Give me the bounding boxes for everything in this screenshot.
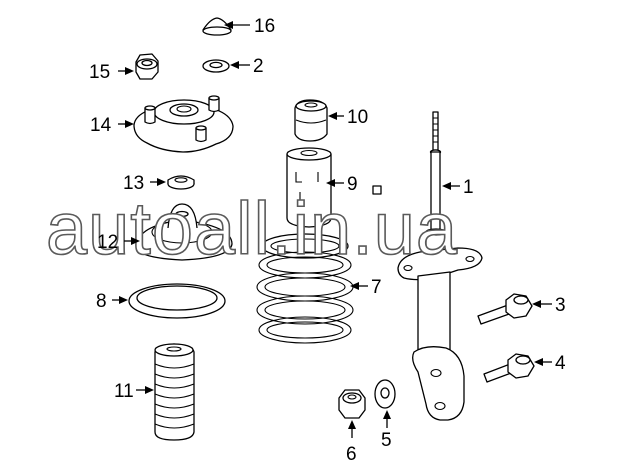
- callout-11: 11: [114, 381, 134, 402]
- callout-16: 16: [254, 16, 275, 37]
- callout-10: 10: [347, 107, 368, 128]
- callout-1: 1: [463, 177, 474, 198]
- part-3-bolt: [477, 293, 533, 325]
- part-13-bushing: [167, 175, 195, 190]
- callout-3: 3: [555, 295, 566, 316]
- callout-7: 7: [371, 277, 382, 298]
- part-9-boot-sleeve: [286, 147, 332, 228]
- callout-14: 14: [90, 115, 112, 136]
- callout-15: 15: [89, 62, 110, 83]
- part-8-insulator-ring: [128, 283, 226, 319]
- callout-2: 2: [253, 56, 264, 77]
- callout-12: 12: [97, 232, 118, 253]
- part-2-washer: [202, 59, 230, 73]
- callout-8: 8: [96, 291, 107, 312]
- part-16-bump-cap: [202, 17, 232, 36]
- part-6-nut: [338, 389, 366, 419]
- part-5-washer: [374, 379, 396, 409]
- callout-13: 13: [123, 173, 144, 194]
- marker-square: [372, 185, 382, 195]
- callout-9: 9: [347, 174, 358, 195]
- part-11-dust-boot: [154, 343, 195, 441]
- callout-leaders: [112, 21, 552, 438]
- callout-4: 4: [555, 353, 566, 374]
- part-4-bolt: [483, 353, 535, 383]
- part-14-strut-mount: [133, 95, 234, 153]
- part-1-strut-assembly: [397, 111, 483, 421]
- callout-5: 5: [381, 430, 392, 451]
- callout-6: 6: [346, 444, 357, 465]
- part-15-nut: [135, 53, 159, 80]
- watermark-text: autoall.in.ua: [46, 187, 458, 270]
- part-10-bump-stop: [294, 99, 328, 142]
- part-12-spring-seat: [136, 203, 233, 261]
